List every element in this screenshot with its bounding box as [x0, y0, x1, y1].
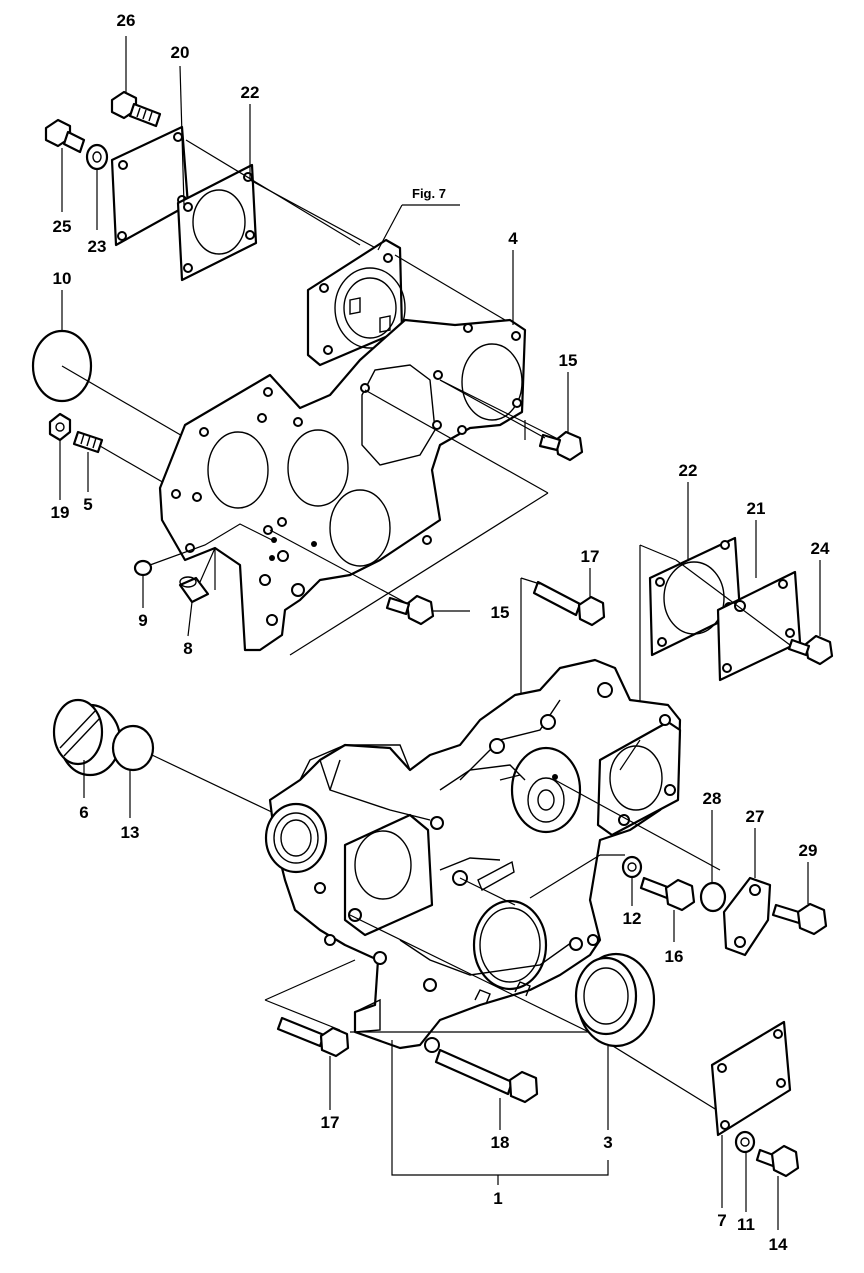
bolt-17-lower	[276, 1016, 350, 1058]
part-label-15-lower: 15	[491, 603, 510, 622]
cover-plate-20	[110, 125, 190, 247]
part-label-29: 29	[799, 841, 818, 860]
part-label-17-upper: 17	[581, 547, 600, 566]
part-label-14: 14	[769, 1235, 788, 1254]
part-label-7: 7	[717, 1211, 726, 1230]
gasket-22-top	[176, 163, 258, 282]
o-ring-28	[699, 881, 727, 913]
part-label-5: 5	[83, 495, 92, 514]
part-label-16: 16	[665, 947, 684, 966]
part-label-18: 18	[491, 1133, 510, 1152]
bolt-15-lower	[385, 594, 435, 626]
part-label-23: 23	[88, 237, 107, 256]
bolt-17-upper	[532, 580, 606, 627]
bolt-29	[771, 902, 828, 936]
part-label-12: 12	[623, 909, 642, 928]
bolt-15-upper	[538, 430, 584, 462]
cover-27	[722, 876, 772, 957]
part-label-22-right: 22	[679, 461, 698, 480]
cover-plate-7	[710, 1020, 792, 1137]
gasket-plate-4	[158, 318, 527, 652]
bolt-18	[434, 1048, 539, 1104]
part-label-24: 24	[811, 539, 830, 558]
fig7-housing	[306, 238, 406, 367]
bolt-26	[110, 90, 162, 128]
part-label-3: 3	[603, 1133, 612, 1152]
dowel-8	[178, 576, 210, 604]
part-label-8: 8	[183, 639, 192, 658]
part-label-26: 26	[117, 11, 136, 30]
stud-5	[72, 430, 104, 454]
pin-9	[133, 559, 153, 577]
part-label-9: 9	[138, 611, 147, 630]
washer-12	[621, 855, 643, 879]
part-label-11: 11	[737, 1215, 755, 1234]
part-label-22-top: 22	[241, 83, 260, 102]
part-label-13: 13	[121, 823, 140, 842]
washer-11	[734, 1130, 756, 1154]
part-label-25: 25	[53, 217, 72, 236]
nut-19	[48, 412, 72, 442]
part-label-4: 4	[508, 229, 518, 248]
part-label-28: 28	[703, 789, 722, 808]
bolt-25	[44, 118, 86, 154]
washer-23	[85, 143, 109, 171]
fig7-reference-label: Fig. 7	[412, 186, 446, 201]
bolt-24	[787, 634, 834, 666]
part-label-19: 19	[51, 503, 70, 522]
oil-seal-3	[574, 952, 656, 1048]
part-label-15-upper: 15	[559, 351, 578, 370]
part-label-21: 21	[747, 499, 766, 518]
timing-gear-case	[264, 658, 682, 1053]
bolt-16	[639, 876, 696, 912]
part-label-27: 27	[746, 807, 765, 826]
o-ring-13	[111, 724, 155, 772]
part-label-10: 10	[53, 269, 72, 288]
filler-cap-6	[52, 698, 122, 777]
part-label-17-lower: 17	[321, 1113, 340, 1132]
bolt-14	[755, 1144, 800, 1178]
part-label-6: 6	[79, 803, 88, 822]
part-label-20: 20	[171, 43, 190, 62]
part-label-1: 1	[493, 1189, 502, 1208]
